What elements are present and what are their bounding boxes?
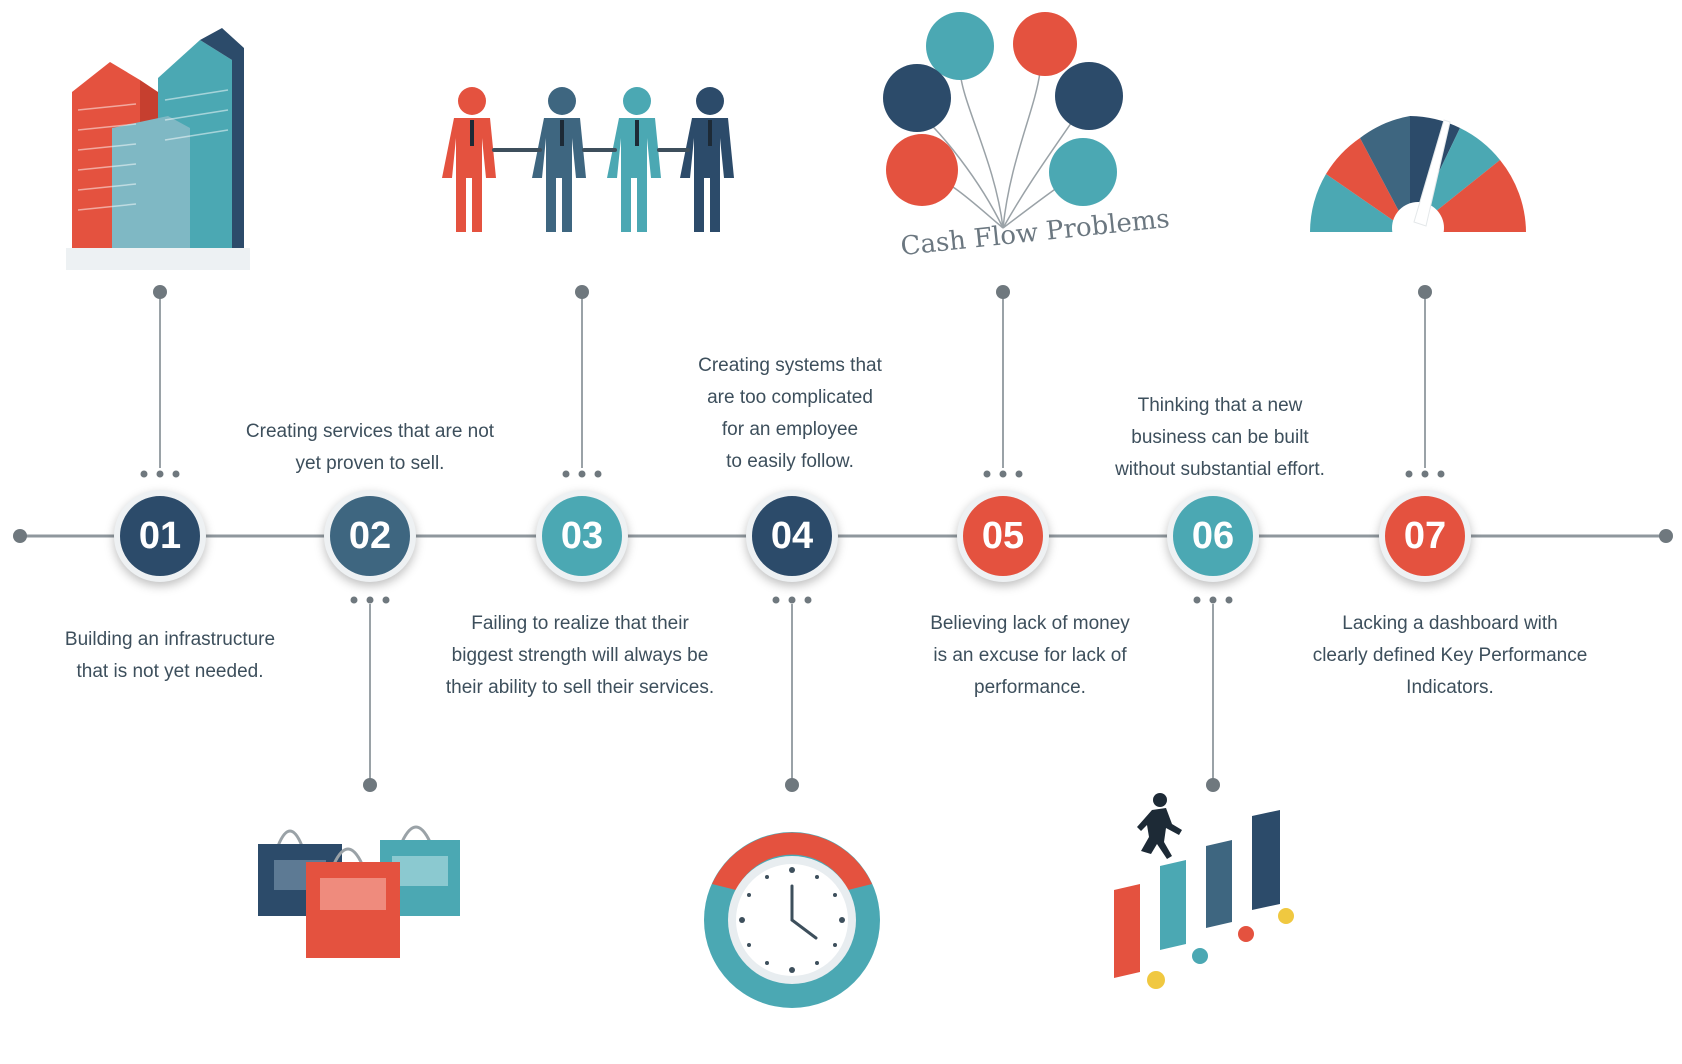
connectors-down: [363, 604, 1220, 792]
step-01-text: Building an infrastructure that is not y…: [64, 629, 276, 682]
cash-flow-bubbles-icon: [883, 12, 1123, 229]
step-03-badge: 03: [536, 490, 628, 582]
buildings-icon: [66, 28, 250, 270]
step-07-badge: 07: [1379, 490, 1471, 582]
step-06-badge: 06: [1167, 490, 1259, 582]
stairs-runner-icon: [1114, 793, 1294, 989]
step-02-badge: 02: [324, 490, 416, 582]
dot-triplets: [140, 470, 1445, 604]
gauge-dashboard-icon: [1310, 116, 1526, 254]
step-04-badge: 04: [746, 490, 838, 582]
step-05-badge: 05: [957, 490, 1049, 582]
step-06-text: Thinking that a new business can be buil…: [1115, 395, 1325, 480]
step-01-badge: 01: [114, 490, 206, 582]
step-02-text: Creating services that are not yet prove…: [245, 421, 495, 474]
connectors-up: [153, 285, 1432, 468]
businesspeople-icon: [442, 87, 734, 232]
shopping-bags-icon: [258, 825, 460, 958]
step-04-text: Creating systems that are too complicate…: [698, 355, 882, 472]
step-07-text: Lacking a dashboard with clearly defined…: [1312, 613, 1588, 698]
step-05-text: Believing lack of money is an excuse for…: [930, 613, 1130, 698]
clock-icon: [704, 832, 880, 1008]
step-03-text: Failing to realize that their biggest st…: [445, 613, 715, 698]
